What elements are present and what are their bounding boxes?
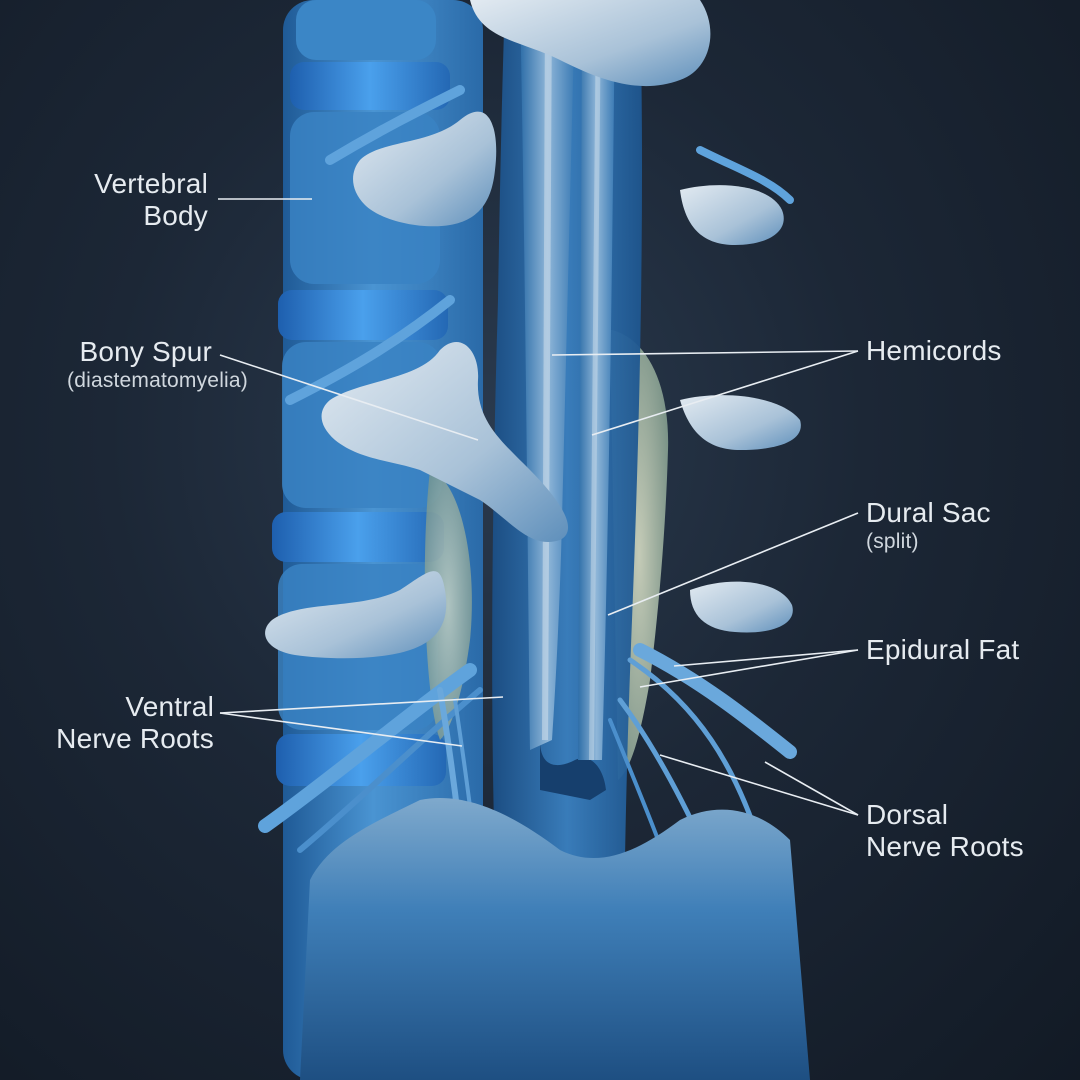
- label-ventral-line2: Nerve Roots: [56, 723, 214, 754]
- label-dorsal-line2: Nerve Roots: [866, 831, 1024, 862]
- label-ventral-line1: Ventral: [125, 691, 214, 722]
- label-bony-spur: Bony Spur (diastematomyelia): [20, 336, 248, 394]
- label-hemicords: Hemicords: [866, 335, 1002, 366]
- label-ventral-roots: Ventral Nerve Roots: [40, 691, 214, 755]
- lower-vertebra: [300, 798, 810, 1080]
- leader-ventral-2: [219, 712, 463, 747]
- label-bony-spur-title: Bony Spur: [79, 336, 212, 367]
- leader-dural-sac: [607, 512, 859, 616]
- label-dorsal-roots: Dorsal Nerve Roots: [866, 799, 1024, 863]
- leader-ventral-1: [219, 696, 504, 714]
- leader-dorsal-1: [659, 754, 859, 816]
- label-vertebral-body-line1: Vertebral: [94, 168, 208, 199]
- leader-bony-spur: [219, 354, 479, 441]
- label-dural-sac-sub: (split): [866, 530, 919, 553]
- label-dural-sac: Dural Sac (split): [866, 497, 991, 555]
- label-bony-spur-sub: (diastematomyelia): [67, 369, 248, 392]
- label-dorsal-line1: Dorsal: [866, 799, 949, 830]
- label-dural-sac-title: Dural Sac: [866, 497, 991, 528]
- label-epidural-fat: Epidural Fat: [866, 634, 1020, 665]
- leader-lines: [218, 198, 859, 816]
- label-vertebral-body-line2: Body: [143, 200, 208, 231]
- leader-hemicords-2: [591, 350, 859, 436]
- leader-dorsal-2: [764, 761, 859, 816]
- leader-epidural-fat-1: [673, 649, 859, 667]
- label-vertebral-body: Vertebral Body: [60, 168, 208, 232]
- intervertebral-disc: [290, 62, 450, 110]
- vertebral-processes: [265, 0, 801, 659]
- hemicords: [520, 0, 615, 760]
- leader-epidural-fat-2: [639, 649, 859, 688]
- intervertebral-disc: [272, 512, 444, 562]
- leader-hemicords-1: [551, 350, 859, 356]
